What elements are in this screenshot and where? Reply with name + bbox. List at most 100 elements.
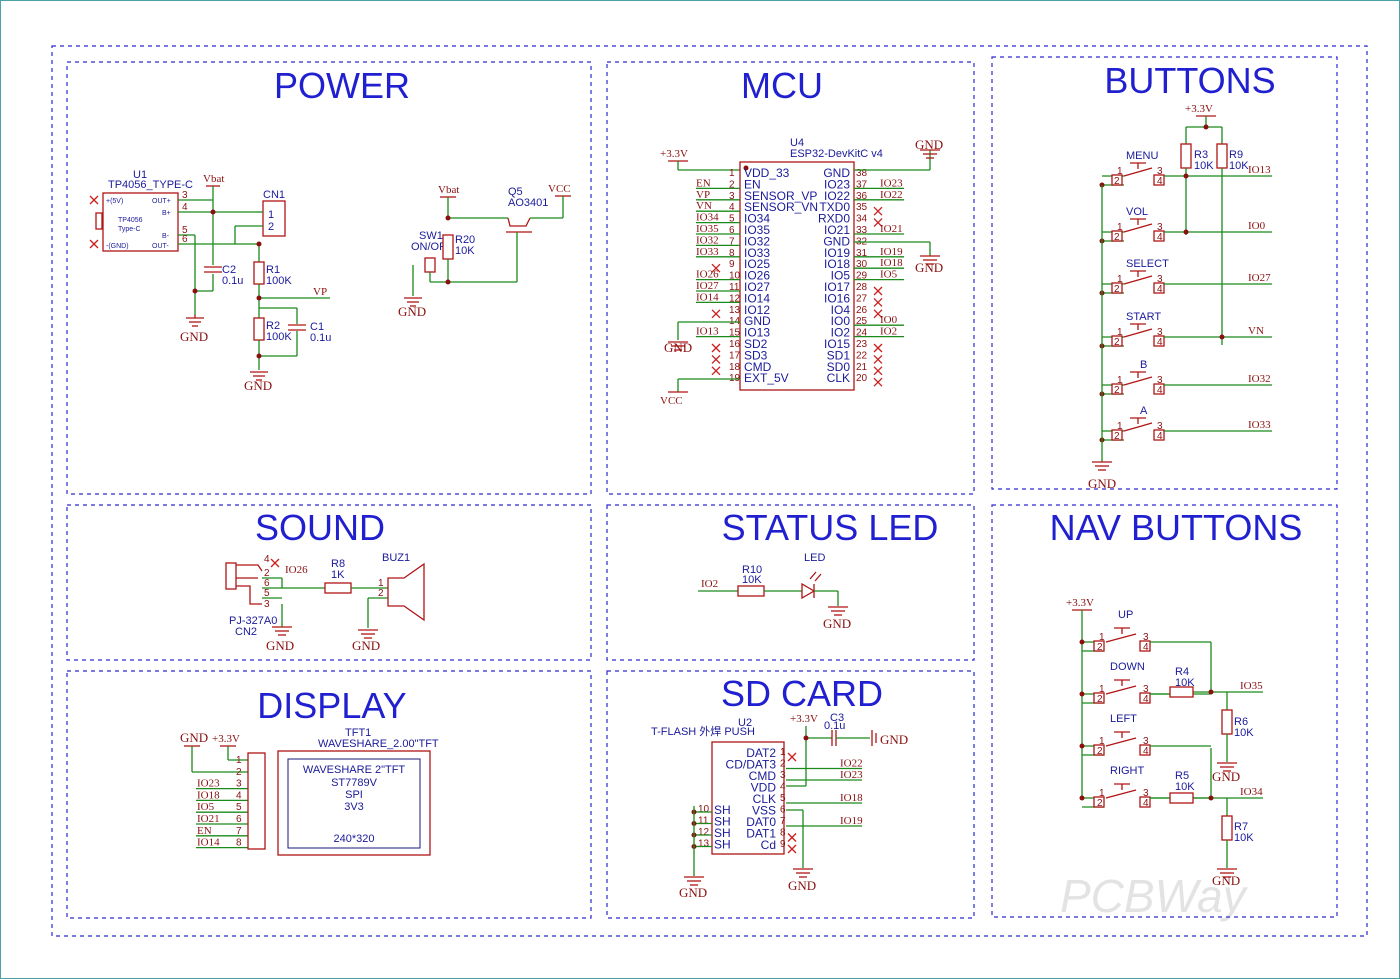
svg-text:4: 4 <box>182 202 188 213</box>
svg-text:3: 3 <box>236 779 242 790</box>
svg-text:10: 10 <box>729 271 741 282</box>
nav-net1: IO35 <box>1240 680 1263 692</box>
button-net: IO13 <box>1248 164 1271 176</box>
r1-label: R1 <box>266 264 280 276</box>
svg-text:1: 1 <box>378 578 384 589</box>
mcu-net-left: IO13 <box>696 326 719 338</box>
svg-text:4: 4 <box>236 790 242 801</box>
display-v33: +3.3V <box>212 733 240 745</box>
chip-pin-bp: B+ <box>162 210 171 217</box>
sd-net: IO22 <box>840 758 863 770</box>
led-net: IO2 <box>701 578 718 590</box>
r10-resistor <box>737 585 765 597</box>
sd-socket <box>711 741 785 855</box>
nav-label: DOWN <box>1110 661 1145 673</box>
svg-text:GND: GND <box>915 260 943 275</box>
c1-label: C1 <box>310 321 324 333</box>
svg-text:2: 2 <box>780 759 786 770</box>
svg-text:10K: 10K <box>455 245 475 257</box>
tft-line2: ST7789V <box>331 777 378 789</box>
svg-text:4: 4 <box>1143 798 1149 809</box>
svg-text:20: 20 <box>856 373 868 384</box>
svg-text:7: 7 <box>780 816 786 827</box>
u4-ref: U4 <box>790 137 804 149</box>
svg-text:3: 3 <box>729 191 735 202</box>
mcu-net-left: IO34 <box>696 212 719 224</box>
sd-sh: SH <box>714 803 731 817</box>
tft-name: WAVESHARE_2.00"TFT <box>318 738 439 750</box>
button-label: A <box>1140 405 1148 417</box>
r2-resistor <box>253 317 265 341</box>
svg-text:1: 1 <box>780 747 786 758</box>
power-circuit: U1 TP4056_TYPE-C TP4056 Type-C +(5V) -(G… <box>89 169 571 393</box>
svg-text:2: 2 <box>268 221 274 233</box>
mcu-pin-io14: IO14 <box>744 291 770 305</box>
mcu-pin-io26: IO26 <box>744 269 770 283</box>
section-title-mcu: MCU <box>741 65 823 106</box>
svg-text:4: 4 <box>264 554 270 565</box>
mcu-pin-io16: IO16 <box>824 291 850 305</box>
mcu-pin-sd2: SD2 <box>744 337 768 351</box>
chip-pin-bm: B- <box>162 233 170 240</box>
sound-circuit: 4 2 6 5 3 IO26 PJ-327A0 CN2 GND R8 1K 1 … <box>225 552 425 653</box>
svg-text:3: 3 <box>780 770 786 781</box>
svg-text:2: 2 <box>1097 746 1103 757</box>
mcu-net-right: IO23 <box>880 177 903 189</box>
mcu-pin-io12: IO12 <box>744 303 770 317</box>
svg-text:23: 23 <box>856 339 868 350</box>
chip-port <box>95 212 103 230</box>
tft-net: IO21 <box>197 813 220 825</box>
svg-text:2: 2 <box>378 588 384 599</box>
svg-text:100K: 100K <box>266 275 292 287</box>
mcu-pin-en: EN <box>744 177 761 191</box>
svg-text:1: 1 <box>1099 736 1105 747</box>
tft-panel <box>277 750 431 856</box>
r9-resistor <box>1216 143 1228 169</box>
mcu-pin-io25: IO25 <box>744 257 770 271</box>
svg-text:1K: 1K <box>331 569 345 581</box>
svg-text:13: 13 <box>729 305 741 316</box>
buz1-label: BUZ1 <box>382 552 410 564</box>
svg-text:1: 1 <box>1117 421 1123 432</box>
tp4056-chip <box>102 192 179 252</box>
svg-text:1: 1 <box>1117 327 1123 338</box>
mcu-pin-io27: IO27 <box>744 280 770 294</box>
mcu-circuit: +3.3V U4 ESP32-DevKitC v4 VDD_331EN2ENSE… <box>660 137 943 407</box>
sd-pin: VSS <box>752 804 776 818</box>
svg-text:29: 29 <box>856 271 868 282</box>
svg-text:PJ-327A0: PJ-327A0 <box>229 615 277 627</box>
svg-text:21: 21 <box>856 362 868 373</box>
status-led-box <box>606 504 975 661</box>
r5-resistor <box>1169 792 1194 804</box>
svg-text:R3: R3 <box>1194 149 1208 161</box>
mcu-pin-io15: IO15 <box>824 337 850 351</box>
mcu-pin-gnd: GND <box>744 314 771 328</box>
u2-ref: U2 <box>738 717 752 729</box>
svg-text:GND: GND <box>352 638 380 653</box>
svg-text:1: 1 <box>268 209 274 221</box>
section-title-display: DISPLAY <box>257 685 406 726</box>
chip-pin-outp: OUT+ <box>152 198 171 205</box>
svg-text:38: 38 <box>856 168 868 179</box>
svg-text:28: 28 <box>856 282 868 293</box>
svg-text:10K: 10K <box>1194 160 1214 172</box>
svg-text:11: 11 <box>698 816 709 827</box>
svg-text:1: 1 <box>1117 274 1123 285</box>
mcu-pin-clk: CLK <box>827 371 850 385</box>
svg-text:37: 37 <box>856 179 868 190</box>
sd-pin: VDD <box>751 781 777 795</box>
status-led-circuit: IO2 R10 10K LED GND <box>698 552 851 631</box>
mcu-pin-gnd: GND <box>823 234 850 248</box>
mcu-pin-rxd0: RXD0 <box>818 212 850 226</box>
sd-card-box <box>606 670 975 919</box>
sd-card-circuit: T-FLASH 外焊 PUSH U2 +3.3V C3 0.1u GND DAT… <box>651 712 908 900</box>
svg-text:10: 10 <box>698 804 710 815</box>
svg-text:2: 2 <box>1114 232 1120 243</box>
tft-line3: SPI <box>345 789 363 801</box>
svg-text:10K: 10K <box>1175 781 1195 793</box>
mcu-pin-sd0: SD0 <box>827 360 851 374</box>
svg-text:1: 1 <box>1099 684 1105 695</box>
mcu-pin-io18: IO18 <box>824 257 850 271</box>
